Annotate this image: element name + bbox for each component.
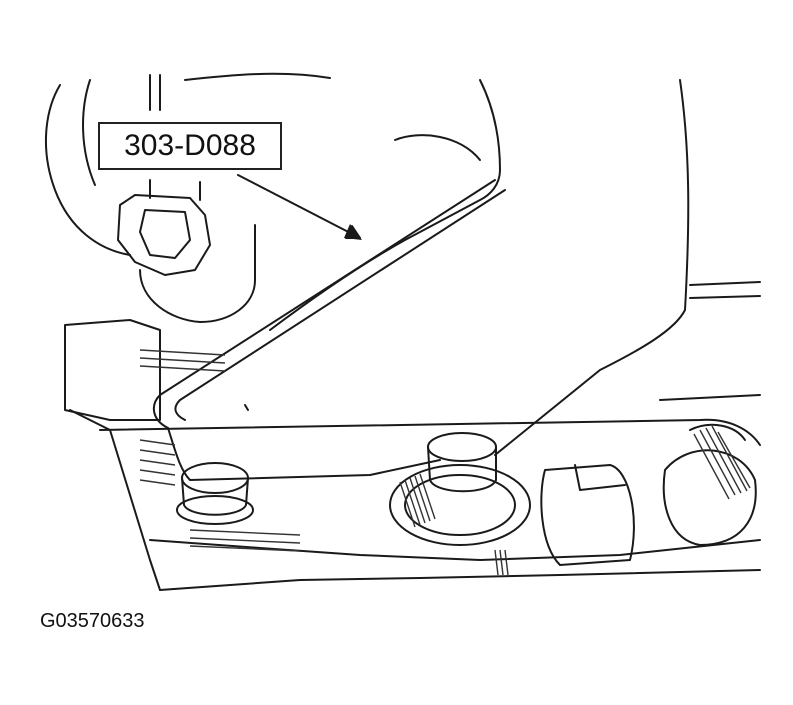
port-opening-3 <box>689 423 746 441</box>
housing-cover <box>269 79 501 331</box>
port-inner-1 <box>574 464 626 491</box>
bolt-left-base <box>176 495 254 525</box>
casting-ridge <box>149 74 161 111</box>
bolt-left-body <box>181 477 249 516</box>
housing-right-edge <box>494 79 690 456</box>
port-opening-1 <box>540 464 635 566</box>
right-rail-mid <box>659 394 761 401</box>
hatch-small <box>494 549 509 576</box>
bolt-center-top <box>427 432 497 462</box>
sensor-mount <box>139 224 256 323</box>
tool-arm-body <box>167 427 441 481</box>
casting-top-edge <box>184 72 331 81</box>
manifold-base <box>159 569 761 591</box>
sensor-face <box>139 209 191 259</box>
sensor-body <box>117 194 211 276</box>
manifold-rail <box>99 418 761 446</box>
hatch-center-bolt <box>399 473 436 528</box>
left-ledge-lower <box>69 409 161 591</box>
leader-arrow-tip <box>344 224 362 240</box>
bolt-center-seat-inner <box>404 474 516 536</box>
casting-outline-left-inner <box>82 79 96 186</box>
leader-arrow <box>237 174 361 239</box>
bolt-center-body <box>427 446 497 493</box>
bolt-center-seat <box>389 464 531 546</box>
casting-outline-left <box>45 84 131 256</box>
hatch-left-block <box>139 349 226 486</box>
hatch-lower-left <box>189 529 301 552</box>
tool-arm-inner <box>174 189 506 421</box>
tool-number-label: 303-D088 <box>98 122 282 170</box>
sensor-tab <box>149 179 201 201</box>
housing-lip <box>394 134 481 161</box>
right-rail-top <box>689 281 761 299</box>
manifold-rail-lower <box>149 539 761 561</box>
figure-id: G03570633 <box>40 610 145 632</box>
left-ledge <box>64 319 161 421</box>
hatch-right-port <box>693 425 751 500</box>
pin-mark <box>244 404 249 411</box>
